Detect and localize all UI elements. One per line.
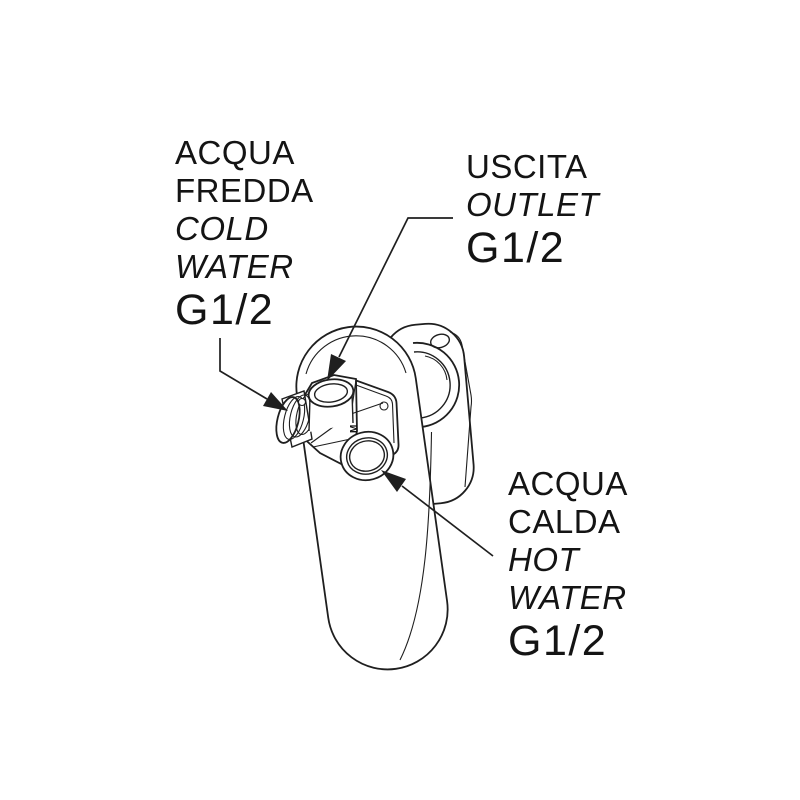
outlet-label-italian-line1: USCITA: [466, 148, 588, 185]
hot-label-italian-line1: ACQUA: [508, 465, 628, 502]
outlet-arrowhead: [327, 354, 346, 381]
hot-label-italian-line2: CALDA: [508, 503, 621, 540]
hot-water-label: ACQUA CALDA HOT WATER G1/2: [508, 465, 628, 663]
outlet-thread-size: G1/2: [466, 224, 566, 272]
valve-body: M: [275, 374, 400, 482]
hot-arrowhead: [381, 470, 406, 492]
leader-arrows: [219, 217, 494, 557]
hot-label-english-line2: WATER: [508, 579, 627, 616]
flange-screw-hole: [429, 333, 451, 349]
cold-water-label: ACQUA FREDDA COLD WATER G1/2: [175, 134, 314, 332]
outlet-leader-arrow: [327, 217, 453, 381]
cold-leader-arrow: [219, 338, 288, 411]
outlet-label-english-line1: OUTLET: [466, 186, 600, 223]
cold-arrowhead: [263, 392, 288, 411]
cartridge-collar: [412, 341, 461, 428]
hot-thread-size: G1/2: [508, 617, 608, 665]
cold-label-english-line2: WATER: [175, 248, 294, 285]
hot-leader-arrow: [381, 470, 494, 557]
outlet-label: USCITA OUTLET G1/2: [466, 148, 599, 270]
body-screw-dot: [297, 397, 307, 407]
cold-label-english-line1: COLD: [175, 210, 269, 247]
panel-screw-hole: [379, 401, 389, 411]
cold-thread-size: G1/2: [175, 286, 275, 334]
body-brand-mark: M: [349, 425, 360, 433]
cold-label-italian-line1: ACQUA: [175, 134, 295, 171]
cold-label-italian-line2: FREDDA: [175, 172, 314, 209]
hot-label-english-line1: HOT: [508, 541, 580, 578]
outlet-port: [307, 378, 355, 432]
hot-inlet-port: [339, 430, 395, 482]
